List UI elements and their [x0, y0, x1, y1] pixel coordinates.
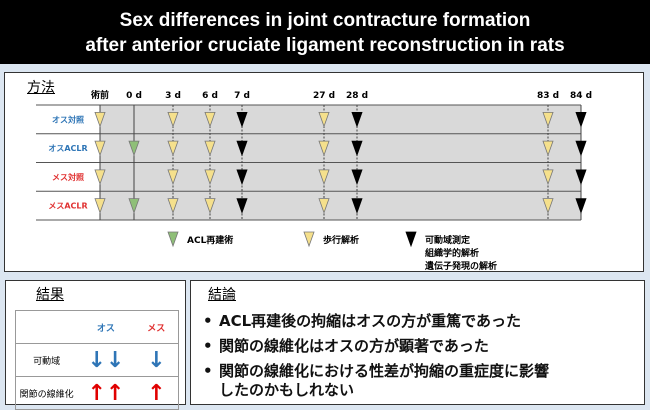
legend-measure-icon	[405, 231, 417, 248]
measurement-marker-icon	[236, 198, 248, 214]
legend-gait-label: 歩行解析	[323, 234, 359, 246]
measurement-marker-icon	[351, 111, 363, 128]
results-heading: 結果	[36, 287, 64, 303]
measurement-marker-icon	[351, 169, 363, 186]
gait-analysis-marker-icon	[542, 111, 554, 128]
gait-analysis-marker-icon	[167, 111, 179, 128]
group-label: メスACLR	[48, 202, 87, 211]
timeline-diagram: 術前 0 d 3 d 6 d 7 d 27 d 28 d 83 d 84 d オス対照オスACLR…	[36, 89, 592, 272]
table-row: 可動域 ↓↓ ↓	[16, 344, 178, 377]
methods-heading: 方法	[27, 80, 55, 96]
table-row: 関節の線維化 ↑↑ ↑	[16, 377, 178, 410]
measurement-marker-icon	[351, 140, 363, 157]
gait-analysis-marker-icon	[94, 198, 106, 214]
group-label: オスACLR	[48, 144, 87, 153]
conclusion-item: •ACL再建後の拘縮はオスの方が重篤であった	[203, 312, 522, 330]
arrow-up-icon: ↑↑	[87, 380, 125, 406]
timepoint-label: 7 d	[234, 91, 250, 101]
row-label: 関節の線維化	[19, 389, 74, 400]
group-label: メス対照	[52, 172, 84, 182]
gait-analysis-marker-icon	[167, 169, 179, 186]
conclusion-item: •関節の線維化はオスの方が顕著であった	[203, 337, 489, 355]
measurement-marker-icon	[575, 111, 587, 128]
gait-analysis-marker-icon	[318, 198, 330, 214]
group-label: オス対照	[52, 114, 84, 124]
gait-analysis-marker-icon	[542, 169, 554, 186]
conclusion-item: したのかもしれない	[219, 381, 355, 399]
arrow-up-icon: ↑	[147, 380, 166, 406]
timepoint-label: 術前	[90, 89, 109, 101]
timepoint-label: 28 d	[346, 91, 368, 101]
timepoint-label: 27 d	[313, 91, 335, 101]
legend-measure-label: 可動域測定	[425, 234, 471, 246]
results-header-row: オス メス	[16, 311, 178, 344]
acl-surgery-marker-icon	[128, 198, 140, 214]
conclusion-item: •関節の線維化における性差が拘縮の重症度に影響	[203, 362, 550, 380]
legend-measure-label: 遺伝子発現の解析	[424, 260, 497, 272]
gait-analysis-marker-icon	[204, 140, 216, 157]
gait-analysis-marker-icon	[542, 198, 554, 214]
legend-measure-label: 組織学的解析	[425, 247, 479, 259]
acl-surgery-marker-icon	[128, 140, 140, 157]
measurement-marker-icon	[575, 140, 587, 157]
row-label: 可動域	[33, 356, 61, 367]
gait-analysis-marker-icon	[94, 169, 106, 186]
title-line-1: Sex differences in joint contracture for…	[119, 10, 531, 31]
title-banner: Sex differences in joint contracture for…	[0, 0, 650, 64]
gait-analysis-marker-icon	[318, 111, 330, 128]
gait-analysis-marker-icon	[204, 169, 216, 186]
gait-analysis-marker-icon	[204, 111, 216, 128]
arrow-down-icon: ↓↓	[87, 347, 125, 373]
measurement-marker-icon	[236, 140, 248, 157]
measurement-marker-icon	[351, 198, 363, 214]
gait-analysis-marker-icon	[318, 140, 330, 157]
gait-analysis-marker-icon	[167, 140, 179, 157]
gait-analysis-marker-icon	[94, 140, 106, 157]
results-panel: 結果 オス メス 可動域 ↓↓ ↓ 関節の線維化 ↑↑ ↑	[5, 280, 186, 410]
measurement-marker-icon	[236, 169, 248, 186]
title-line-2: after anterior cruciate ligament reconst…	[85, 35, 565, 56]
measurement-marker-icon	[575, 198, 587, 214]
timepoint-label: 0 d	[126, 91, 142, 101]
gait-analysis-marker-icon	[167, 198, 179, 214]
legend-acl-label: ACL再建術	[187, 234, 233, 246]
gait-analysis-marker-icon	[94, 111, 106, 128]
conclusion-heading: 結論	[208, 287, 236, 303]
legend-gait-icon	[303, 231, 315, 248]
timepoint-label: 6 d	[202, 91, 218, 101]
arrow-down-icon: ↓	[147, 347, 166, 373]
gait-analysis-marker-icon	[318, 169, 330, 186]
results-table: オス メス 可動域 ↓↓ ↓ 関節の線維化 ↑↑ ↑	[15, 310, 179, 410]
methods-panel: 方法 術前 0 d 3 d 6 d 7 d 27 d 28 d 83 d 84 d オス対照オスA…	[4, 72, 644, 272]
measurement-marker-icon	[236, 111, 248, 128]
conclusion-panel: 結論 •ACL再建後の拘縮はオスの方が重篤であった •関節の線維化はオスの方が顕…	[190, 280, 645, 405]
timepoint-label: 3 d	[165, 91, 181, 101]
col-male: オス	[96, 323, 115, 334]
measurement-marker-icon	[575, 169, 587, 186]
timepoint-label: 84 d	[570, 91, 592, 101]
gait-analysis-marker-icon	[542, 140, 554, 157]
legend-acl-icon	[167, 231, 179, 248]
col-female: メス	[147, 323, 166, 334]
gait-analysis-marker-icon	[204, 198, 216, 214]
timepoint-label: 83 d	[537, 91, 559, 101]
